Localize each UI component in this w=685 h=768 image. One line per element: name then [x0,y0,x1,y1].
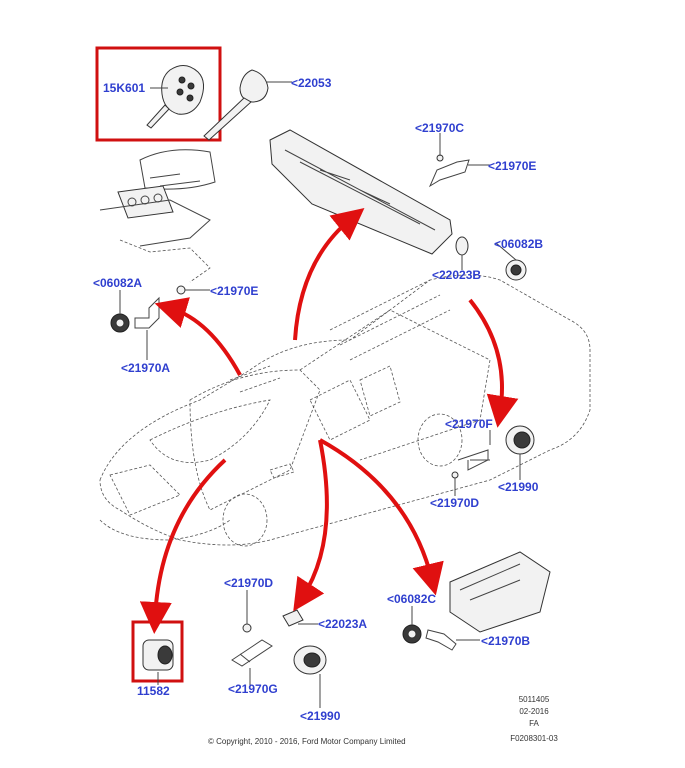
footer-code-1: 5011405 [519,695,550,704]
leader-lines [119,81,521,708]
lock-cylinder-06082C [402,624,422,644]
label-15K601: 15K601 [103,81,145,95]
console-assembly [99,149,216,283]
bed-storage-tray [269,129,453,255]
footer-code-2: 02-2016 [519,707,549,716]
label-21970A: <21970A [121,361,170,375]
bracket-21970A [134,296,160,329]
label-21970D-bottom: <21970D [224,576,273,590]
label-21970D-right: <21970D [430,496,479,510]
label-21970E-top: <21970E [488,159,536,173]
label-21970C: <21970C [415,121,464,135]
lock-cylinder-21990-bottom [293,645,327,675]
label-21970E-left: <21970E [210,284,258,298]
red-arrows [139,207,519,634]
bracket-21970G [231,639,273,667]
clip-21970D-right [451,471,459,479]
bracket-21970E-top [428,159,470,188]
lock-cylinder-21990-right [505,425,535,455]
lock-cylinder-06082B [505,259,527,281]
label-22053: <22053 [291,76,332,90]
bracket-21970B [425,629,457,651]
remote-key-fob [146,65,204,129]
bezel-22023A [282,609,304,627]
copyright-text: © Copyright, 2010 - 2016, Ford Motor Com… [208,737,406,746]
key-blade [203,69,269,141]
footer-code-3: FA [529,719,539,728]
label-06082B: <06082B [494,237,543,251]
lock-cylinder-11582 [142,639,174,671]
label-21970G: <21970G [228,682,278,696]
bracket-21970F [457,449,490,471]
bezel-22023B [455,236,469,256]
clip-21970E-left [176,285,186,295]
label-21990-bottom: <21990 [300,709,341,723]
pickup-truck [99,274,591,547]
label-21970F: <21970F [445,417,493,431]
label-06082A: <06082A [93,276,142,290]
label-22023B: <22023B [432,268,481,282]
footer-code-4: F0208301-03 [510,734,558,743]
tailgate-tray [449,551,551,633]
label-06082C: <06082C [387,592,436,606]
label-21970B: <21970B [481,634,530,648]
highlight-box-key [95,46,222,142]
label-21990-right: <21990 [498,480,539,494]
label-22023A: <22023A [318,617,367,631]
lock-cylinder-06082A [110,313,130,333]
label-11582: 11582 [137,684,170,698]
clip-21970D-bottom [242,623,252,633]
